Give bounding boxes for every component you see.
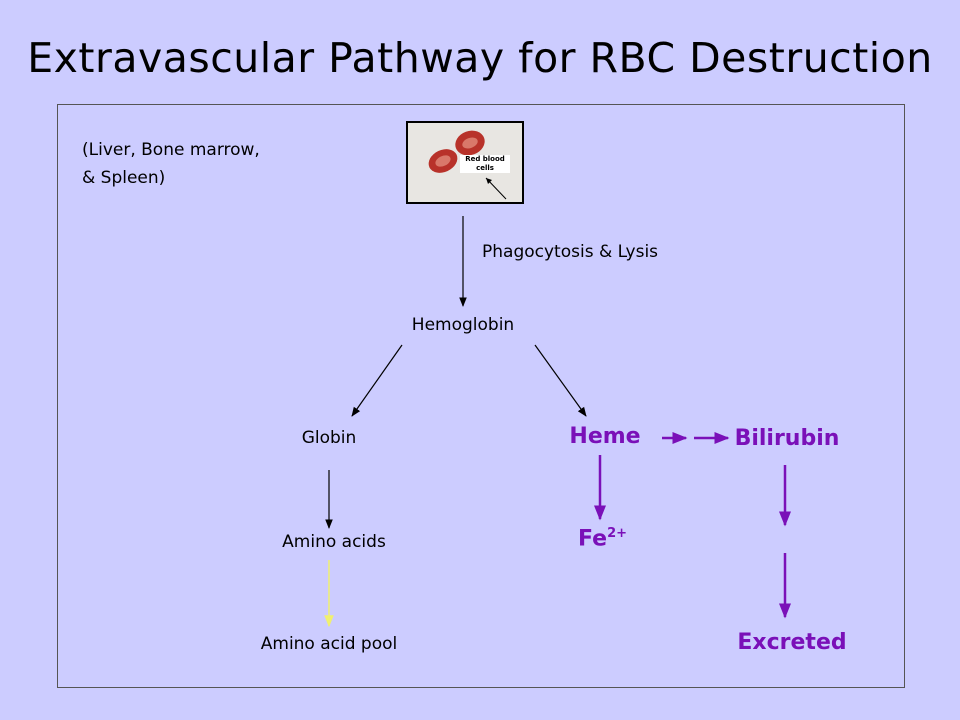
location-note: (Liver, Bone marrow, & Spleen) — [82, 136, 260, 192]
amino-acid-pool-label: Amino acid pool — [260, 634, 398, 654]
location-line-1: (Liver, Bone marrow, — [82, 140, 260, 160]
bilirubin-label: Bilirubin — [734, 426, 840, 451]
heme-label: Heme — [569, 424, 641, 449]
phagocytosis-label: Phagocytosis & Lysis — [482, 242, 659, 262]
arrow-hemoglobin-to-globin — [351, 344, 403, 417]
diagram-panel — [57, 104, 905, 688]
iron-label: Fe2+ — [578, 526, 628, 552]
excreted-label: Excreted — [737, 630, 847, 655]
globin-label: Globin — [301, 428, 357, 448]
iron-charge: 2+ — [607, 526, 628, 541]
red-blood-cells-illustration — [428, 130, 507, 200]
red-blood-cells-image: Red blood cells — [406, 121, 524, 204]
location-line-2: & Spleen) — [82, 168, 166, 188]
red-blood-cells-label: Red blood cells — [460, 155, 510, 173]
page-title: Extravascular Pathway for RBC Destructio… — [27, 34, 933, 82]
amino-acids-label: Amino acids — [282, 532, 386, 552]
arrow-hemoglobin-to-heme — [534, 344, 587, 417]
hemoglobin-label: Hemoglobin — [411, 315, 515, 335]
